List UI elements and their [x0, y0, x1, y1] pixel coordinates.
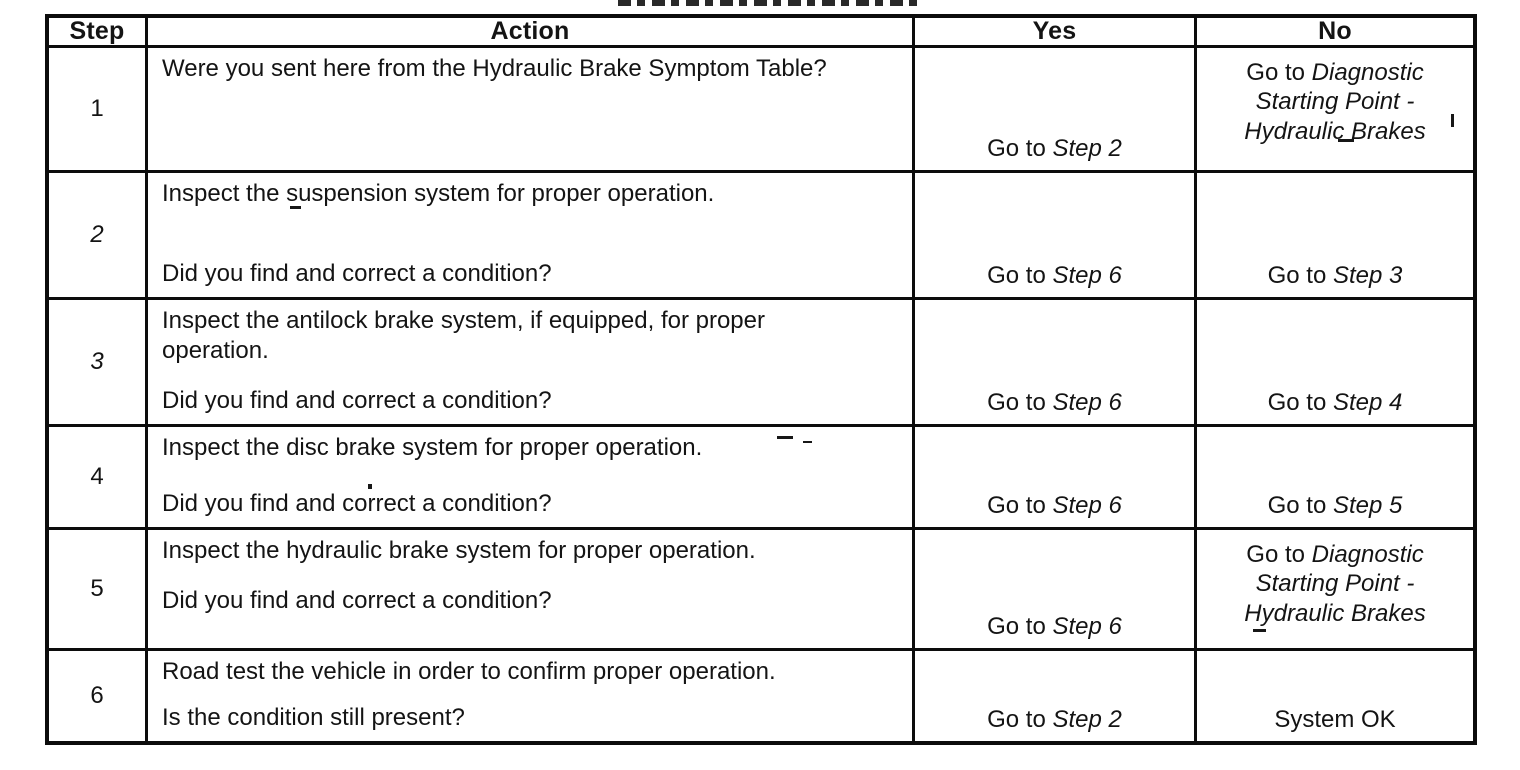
- yes-cell: Go to Step 6: [915, 173, 1197, 300]
- action-cell: Inspect the antilock brake system, if eq…: [148, 300, 915, 427]
- no-text: System OK: [1274, 705, 1395, 734]
- cropped-title-fragment: [618, 0, 920, 6]
- scan-artifact: [1338, 139, 1354, 142]
- action-cell: Road test the vehicle in order to confir…: [148, 651, 915, 741]
- scan-artifact: [1253, 629, 1266, 632]
- no-cell: Go to Step 4: [1197, 300, 1473, 427]
- no-cell: Go to Step 3: [1197, 173, 1473, 300]
- header-cell-action: Action: [148, 18, 915, 48]
- go-to-prefix: Go to: [987, 491, 1053, 519]
- go-to-prefix: Go to: [987, 261, 1053, 289]
- action-cell: Inspect the disc brake system for proper…: [148, 427, 915, 530]
- step-reference: Step 5: [1332, 491, 1403, 519]
- yes-text: Go to Step 2: [987, 134, 1122, 163]
- step-number: 4: [90, 463, 104, 490]
- no-cell: Go to Step 5: [1197, 427, 1473, 530]
- scan-artifact: [803, 441, 812, 443]
- step-number: 3: [90, 348, 104, 375]
- yes-text: Go to Step 6: [987, 491, 1122, 520]
- go-to-prefix: Go to: [1246, 541, 1312, 568]
- action-main-text: Road test the vehicle in order to confir…: [162, 658, 776, 685]
- no-text: Go to Step 5: [1268, 491, 1403, 520]
- header-action-label: Action: [490, 18, 570, 45]
- action-cell: Inspect the suspension system for proper…: [148, 173, 915, 300]
- step-reference: Step 4: [1332, 388, 1403, 416]
- action-main-text: Inspect the disc brake system for proper…: [162, 434, 703, 461]
- header-cell-no: No: [1197, 18, 1473, 48]
- yes-cell: Go to Step 6: [915, 530, 1197, 651]
- yes-cell: Go to Step 6: [915, 427, 1197, 530]
- step-reference: Step 6: [1052, 388, 1122, 416]
- step-number: 1: [90, 95, 104, 122]
- step-reference: Step 6: [1052, 612, 1122, 640]
- yes-text: Go to Step 2: [987, 705, 1122, 734]
- go-to-prefix: Go to: [1267, 491, 1333, 519]
- yes-text: Go to Step 6: [987, 388, 1122, 417]
- step-reference: Step 3: [1332, 261, 1403, 289]
- no-cell: Go to Diagnostic Starting Point - Hydrau…: [1197, 530, 1473, 651]
- yes-text: Go to Step 6: [987, 612, 1122, 641]
- go-to-prefix: Go to: [1267, 261, 1333, 289]
- no-text: Go to Diagnostic Starting Point - Hydrau…: [1231, 540, 1439, 628]
- no-cell: System OK: [1197, 651, 1473, 741]
- action-cell: Were you sent here from the Hydraulic Br…: [148, 48, 915, 173]
- yes-cell: Go to Step 2: [915, 651, 1197, 741]
- step-number: 5: [90, 575, 104, 602]
- step-number: 6: [90, 682, 104, 709]
- header-step-label: Step: [69, 18, 125, 45]
- step-reference: Step 6: [1052, 491, 1122, 519]
- step-cell: 3: [49, 300, 148, 427]
- yes-cell: Go to Step 6: [915, 300, 1197, 427]
- scan-artifact: [777, 436, 793, 439]
- go-to-prefix: Go to: [987, 612, 1053, 640]
- scan-artifact: [290, 206, 301, 209]
- no-cell: Go to Diagnostic Starting Point - Hydrau…: [1197, 48, 1473, 173]
- step-reference: Step 2: [1052, 705, 1122, 733]
- step-cell: 2: [49, 173, 148, 300]
- action-question-text: Did you find and correct a condition?: [162, 489, 552, 517]
- scan-artifact: [368, 484, 372, 489]
- no-text: Go to Diagnostic Starting Point - Hydrau…: [1231, 58, 1439, 146]
- go-to-prefix: Go to: [987, 134, 1053, 162]
- step-reference: Diagnostic Starting Point - Hydraulic Br…: [1244, 541, 1426, 627]
- no-text: Go to Step 3: [1268, 261, 1403, 290]
- action-question-text: Did you find and correct a condition?: [162, 386, 552, 414]
- step-reference: Diagnostic Starting Point - Hydraulic Br…: [1244, 59, 1426, 145]
- action-main-text: Inspect the hydraulic brake system for p…: [162, 537, 756, 564]
- action-cell: Inspect the hydraulic brake system for p…: [148, 530, 915, 651]
- yes-text: Go to Step 6: [987, 261, 1122, 290]
- action-main-text: Inspect the suspension system for proper…: [162, 180, 715, 207]
- no-text: Go to Step 4: [1268, 388, 1403, 417]
- step-cell: 5: [49, 530, 148, 651]
- diagnostic-table: Step Action Yes No 1 Were you sent here …: [45, 14, 1477, 745]
- step-cell: 4: [49, 427, 148, 530]
- go-to-prefix: Go to: [1246, 59, 1312, 86]
- header-cell-yes: Yes: [915, 18, 1197, 48]
- action-question-text: Is the condition still present?: [162, 703, 465, 731]
- scan-artifact: [1451, 114, 1454, 127]
- step-cell: 6: [49, 651, 148, 741]
- header-cell-step: Step: [49, 18, 148, 48]
- step-reference: Step 6: [1052, 261, 1122, 289]
- action-question-text: Did you find and correct a condition?: [162, 586, 552, 614]
- action-question-text: Did you find and correct a condition?: [162, 259, 552, 287]
- result-text: System OK: [1274, 705, 1396, 733]
- go-to-prefix: Go to: [987, 388, 1053, 416]
- action-main-text: Were you sent here from the Hydraulic Br…: [162, 55, 827, 82]
- step-number: 2: [90, 221, 104, 248]
- go-to-prefix: Go to: [987, 705, 1053, 733]
- step-cell: 1: [49, 48, 148, 173]
- header-no-label: No: [1318, 18, 1352, 45]
- header-yes-label: Yes: [1032, 18, 1077, 45]
- step-reference: Step 2: [1052, 134, 1122, 162]
- yes-cell: Go to Step 2: [915, 48, 1197, 173]
- go-to-prefix: Go to: [1267, 388, 1333, 416]
- action-main-text: Inspect the antilock brake system, if eq…: [162, 307, 765, 365]
